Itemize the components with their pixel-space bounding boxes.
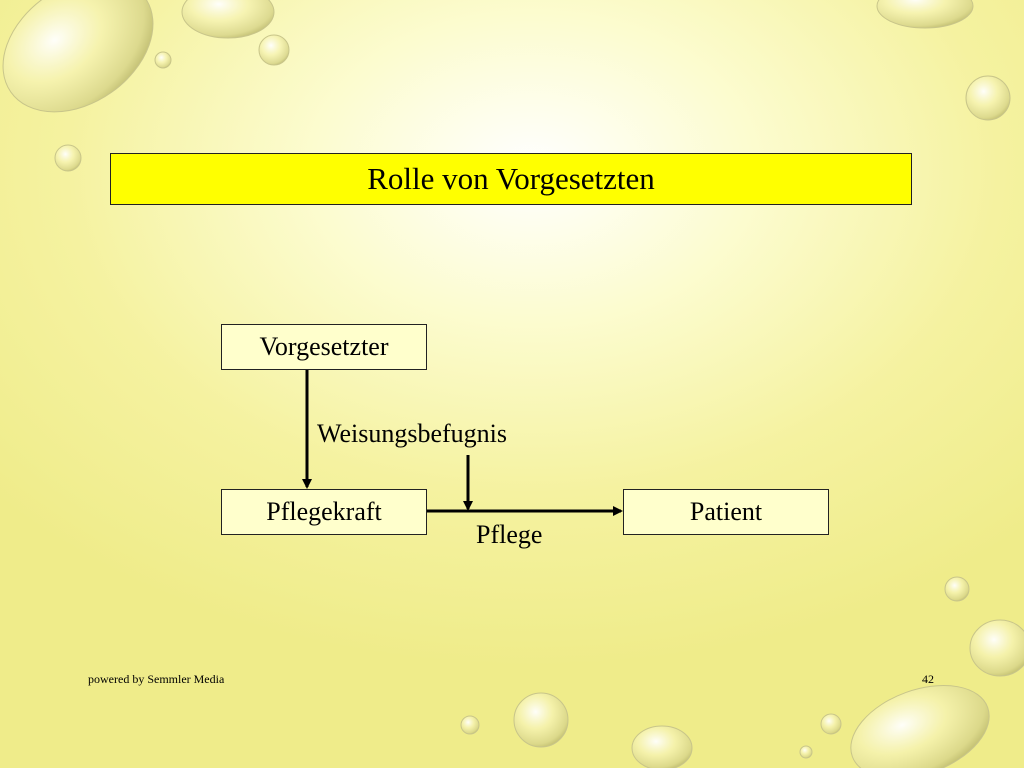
drop (799, 745, 813, 759)
drop (944, 576, 970, 602)
drop (460, 715, 480, 735)
node-vorgesetzter: Vorgesetzter (221, 324, 427, 370)
node-patient: Patient (623, 489, 829, 535)
drop (969, 619, 1024, 677)
edge-label-pflege: Pflege (476, 520, 543, 549)
drop (2, 0, 154, 113)
node-pflegekraft: Pflegekraft (221, 489, 427, 535)
drop (513, 692, 569, 748)
drop (876, 0, 974, 29)
drop (54, 144, 82, 172)
drop (850, 684, 990, 768)
drop (965, 75, 1011, 121)
drop (820, 713, 842, 735)
slide-title: Rolle von Vorgesetzten (110, 153, 912, 205)
drop (258, 34, 290, 66)
drop (631, 725, 693, 768)
footer-credit: powered by Semmler Media (88, 672, 225, 686)
edge-label-weisungsbefugnis: Weisungsbefugnis (317, 419, 507, 448)
page-number: 42 (922, 672, 934, 686)
drop (181, 0, 275, 39)
drop (154, 51, 172, 69)
